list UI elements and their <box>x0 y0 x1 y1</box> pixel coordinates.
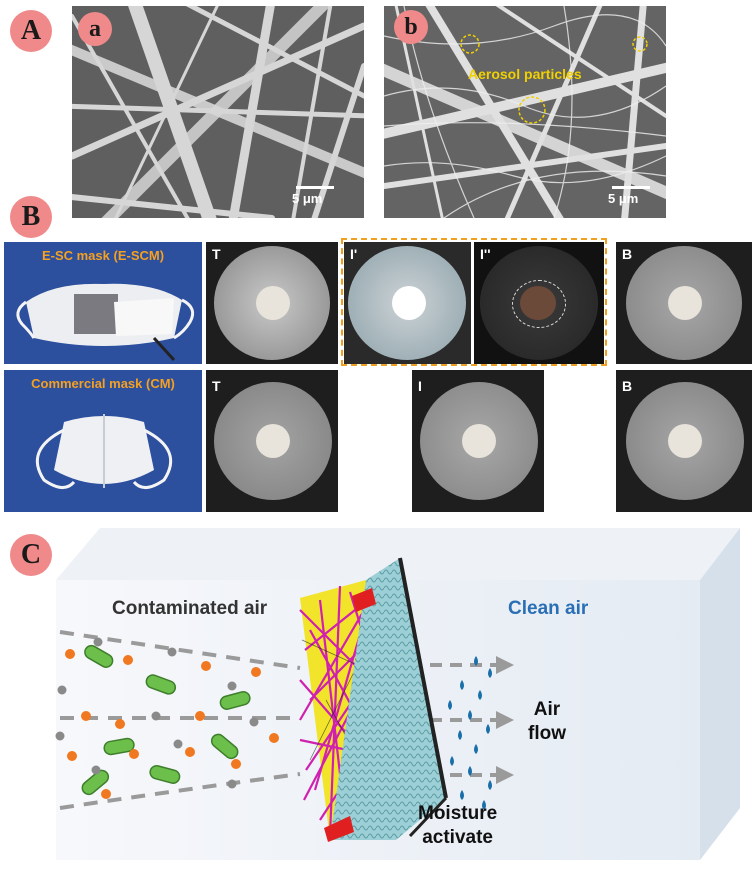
contaminated-air-label: Contaminated air <box>112 598 268 619</box>
dish-label-b1: B <box>622 246 633 262</box>
panel-label-b: B <box>10 196 52 238</box>
sublabel-b: b <box>394 10 428 44</box>
dashed-highlight-box <box>341 238 607 366</box>
mask-label-cm: Commercial mask (CM) <box>31 376 175 391</box>
air-flow-line-1: Air <box>533 699 561 720</box>
scale-bar-b: 5 μm <box>608 186 650 206</box>
box-side-face <box>700 528 740 860</box>
bacterium <box>149 765 181 784</box>
red-edge-top <box>352 588 376 612</box>
scale-bar-a: 5 μm <box>292 186 334 206</box>
air-flow-label: Air flow <box>528 698 566 746</box>
red-edge-bottom <box>324 816 354 842</box>
bacterium <box>103 737 135 756</box>
mesh-layer <box>330 557 448 840</box>
mask-label-escm: E-SC mask (E-SCM) <box>41 248 165 263</box>
orange-particles <box>65 649 279 799</box>
bacterium <box>84 644 114 668</box>
bacterium <box>81 769 110 796</box>
dish-photo-i1pp: I'' <box>474 242 604 364</box>
bacterium <box>219 691 251 710</box>
dish-photo-i1p: I' <box>344 242 471 364</box>
scale-text-a: 5 μm <box>292 191 323 206</box>
bacterium <box>145 674 177 695</box>
dish-label-i1p: I' <box>350 246 358 262</box>
sem-image-b: Aerosol particles 5 μm <box>384 6 666 218</box>
panel-label-c: C <box>10 534 52 576</box>
flow-lines <box>59 630 301 810</box>
arrow-head-1 <box>496 656 514 674</box>
clean-air-label: Clean air <box>508 598 589 619</box>
dish-label-t1: T <box>212 246 221 262</box>
moisture-activate-label: Moisture activate <box>418 802 497 850</box>
dish-photo-i2: I <box>412 370 544 512</box>
mask-photo-cm: Commercial mask (CM) <box>4 370 202 512</box>
arrow-head-3 <box>496 766 514 784</box>
dish-label-i2: I <box>418 378 422 394</box>
scale-text-b: 5 μm <box>608 191 639 206</box>
moisture-line-2: activate <box>422 827 493 848</box>
dish-label-t2: T <box>212 378 221 394</box>
box-top-face <box>56 528 740 580</box>
dish-photo-t1: T <box>206 242 338 364</box>
dish-label-i1pp: I'' <box>480 246 491 262</box>
mask-photo-escm: E-SC mask (E-SCM) <box>4 242 202 364</box>
moisture-line-1: Moisture <box>418 803 498 824</box>
bacterium <box>210 733 239 760</box>
water-droplets <box>448 656 492 810</box>
arrow-head-2 <box>496 711 514 729</box>
panel-label-a: A <box>10 10 52 52</box>
dish-photo-b1: B <box>616 242 752 364</box>
dish-label-b2: B <box>622 378 633 394</box>
aerosol-particles-label: Aerosol particles <box>468 66 582 82</box>
sem-image-a: 5 μm <box>72 6 364 218</box>
air-flow-line-2: flow <box>528 723 566 744</box>
bacteria-group <box>81 644 251 796</box>
grey-particles <box>55 637 259 789</box>
dish-photo-t2: T <box>206 370 338 512</box>
dish-photo-b2: B <box>616 370 752 512</box>
sublabel-a: a <box>78 12 112 46</box>
